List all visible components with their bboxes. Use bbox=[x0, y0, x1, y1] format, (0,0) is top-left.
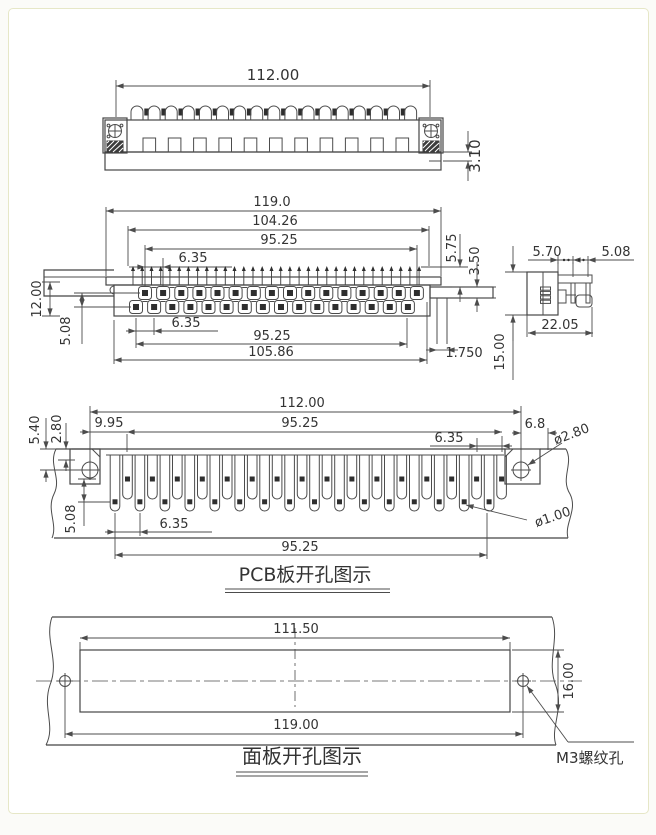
top-view-drawing: 112.00 bbox=[102, 66, 484, 181]
pcb-right-mount-hole bbox=[504, 448, 541, 485]
panel-break-line-left bbox=[45, 616, 54, 746]
dim-front-body-height: 12.00 bbox=[30, 280, 45, 317]
dim-front-contact-span-bottom: 95.25 bbox=[253, 329, 290, 344]
dim-pcb-row-offset: 5.08 bbox=[64, 505, 79, 534]
dim-front-contact-span-top: 95.25 bbox=[260, 233, 297, 248]
dim-front-mount-span: 104.26 bbox=[252, 214, 298, 229]
front-view-pin-row bbox=[131, 266, 422, 285]
dim-panel-hole-span: 119.00 bbox=[273, 718, 319, 733]
panel-cutout-view: 111.50 119.00 16.00 M3螺纹孔 面板开孔图示 bbox=[36, 616, 634, 777]
top-view-castellations bbox=[142, 137, 410, 153]
dim-front-row-offset: 5.08 bbox=[59, 317, 74, 346]
dim-pcb-pitch-bottom: 6.35 bbox=[160, 517, 189, 532]
dim-pcb-mount-hole-dia: ø2.80 bbox=[552, 421, 592, 448]
dim-top-lip: 3.10 bbox=[466, 139, 484, 172]
dim-front-body-width: 105.86 bbox=[248, 345, 294, 360]
dim-pcb-hole-span: 112.00 bbox=[279, 396, 325, 411]
dim-panel-cutout-height: 16.00 bbox=[562, 662, 577, 699]
dim-pcb-pin-hole-dia: ø1.00 bbox=[533, 505, 573, 531]
dim-pcb-hole-to-pad: 9.95 bbox=[95, 416, 124, 431]
dim-pcb-left-b: 2.80 bbox=[50, 415, 65, 444]
dim-front-overall: 119.0 bbox=[253, 195, 290, 210]
top-view-comb-teeth bbox=[130, 105, 418, 120]
front-view-left-tab bbox=[43, 269, 114, 297]
dim-side-b: 5.08 bbox=[602, 245, 631, 260]
pcb-break-line-right bbox=[565, 448, 573, 539]
top-view-right-mount bbox=[418, 117, 444, 154]
dim-front-flange-step: 3.50 bbox=[468, 247, 483, 276]
dim-pcb-left-a: 5.40 bbox=[28, 416, 43, 445]
dim-pcb-pad-span-top: 95.25 bbox=[281, 416, 318, 431]
dim-side-depth: 22.05 bbox=[541, 318, 578, 333]
dim-front-pitch-bottom: 6.35 bbox=[172, 316, 201, 331]
dim-side-a: 5.70 bbox=[533, 245, 562, 260]
pcb-view-title: PCB板开孔图示 bbox=[239, 564, 372, 586]
dim-top-width: 112.00 bbox=[247, 66, 300, 84]
pcb-slot-row bbox=[109, 455, 507, 512]
pcb-break-line-left bbox=[50, 448, 58, 539]
front-view-contact-row-bottom bbox=[129, 300, 415, 314]
front-view-right-ledge bbox=[429, 286, 494, 299]
front-view-contact-row-top bbox=[138, 286, 424, 300]
side-view-latch-detail bbox=[540, 286, 551, 304]
panel-hole-label: M3螺纹孔 bbox=[556, 749, 624, 767]
dim-pcb-pitch-top: 6.35 bbox=[435, 431, 464, 446]
panel-left-screw-hole bbox=[57, 673, 73, 689]
front-view-drawing: 119.0 104.26 95.25 6.35 bbox=[30, 195, 527, 380]
dim-front-total-height: 15.00 bbox=[493, 333, 508, 370]
dim-pcb-pad-span-bottom: 95.25 bbox=[281, 540, 318, 555]
dim-front-tail-pitch: 1.750 bbox=[445, 346, 482, 361]
panel-right-screw-hole bbox=[515, 673, 531, 689]
panel-view-title: 面板开孔图示 bbox=[242, 744, 362, 768]
dim-panel-cutout-width: 111.50 bbox=[273, 622, 319, 637]
side-view-drawing: 5.70 5.08 22.05 bbox=[526, 245, 634, 337]
dim-front-pin-height: 5.75 bbox=[445, 234, 460, 263]
pcb-cutout-view: 112.00 9.95 95.25 6.35 6.8 bbox=[28, 396, 592, 593]
top-view-left-mount bbox=[102, 117, 128, 154]
dim-front-pitch-top: 6.35 bbox=[179, 251, 208, 266]
dim-pcb-corner-offset: 6.8 bbox=[525, 417, 546, 432]
